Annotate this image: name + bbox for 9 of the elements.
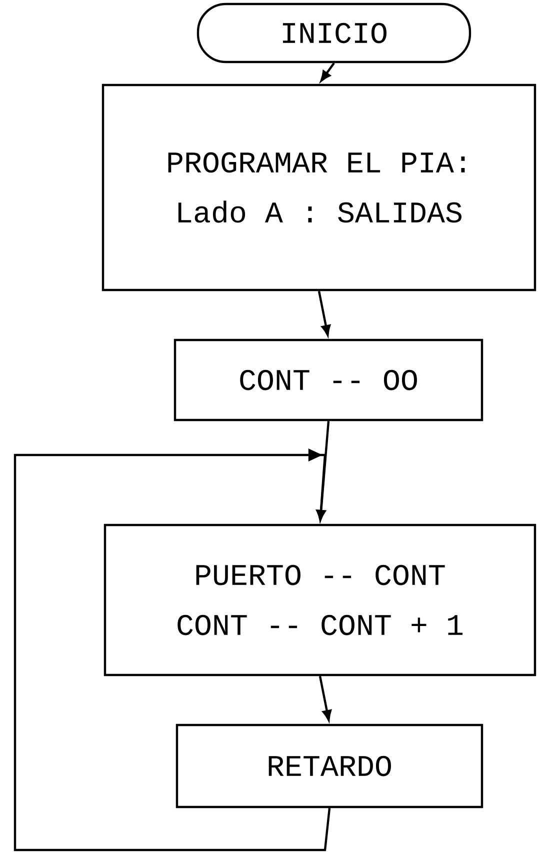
arrow <box>318 676 332 721</box>
arrow <box>318 290 331 336</box>
process-box: PROGRAMAR EL PIA: Lado A : SALIDAS <box>102 84 536 292</box>
process-box: CONT -- OO <box>174 338 484 422</box>
arrow <box>320 62 335 82</box>
process-box: PUERTO -- CONT CONT -- CONT + 1 <box>104 524 536 676</box>
terminal-box: INICIO <box>196 2 472 64</box>
process-box: RETARDO <box>176 724 484 808</box>
arrow <box>14 448 331 852</box>
